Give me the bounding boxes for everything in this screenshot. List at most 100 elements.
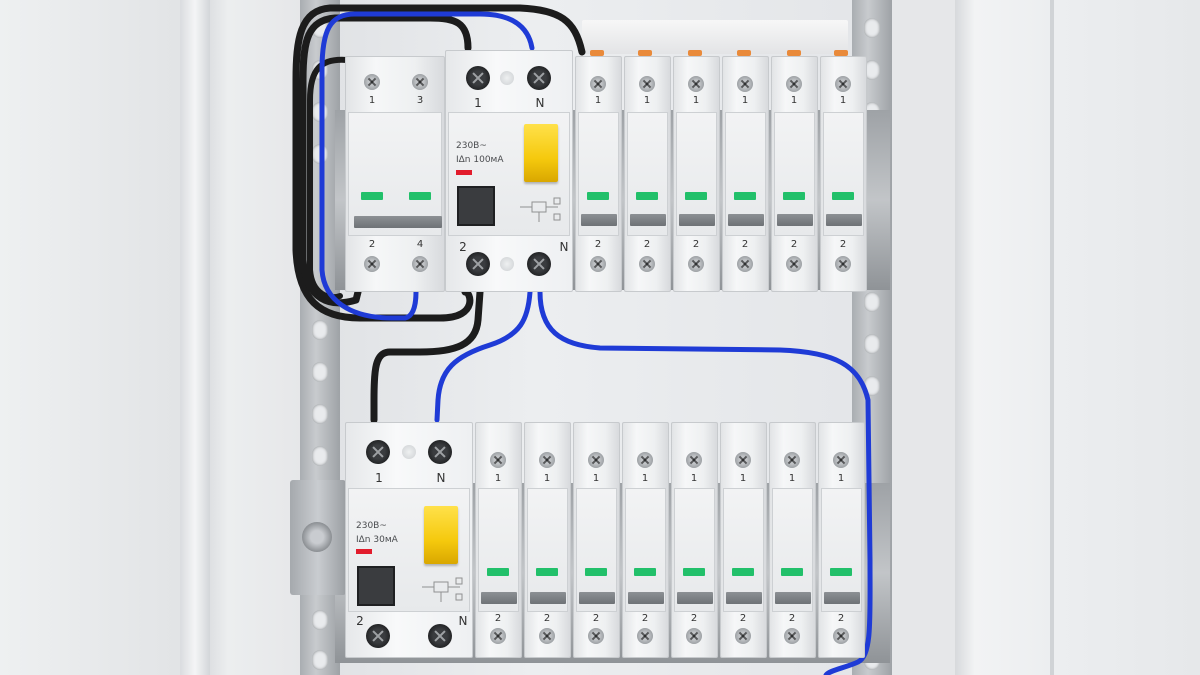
mounting-nut (302, 522, 332, 552)
breaker-handle-base (824, 592, 860, 604)
rcd-yellow-lever[interactable] (524, 124, 558, 182)
rcd-yellow-lever[interactable] (424, 506, 458, 564)
terminal-mark: N (559, 240, 569, 254)
breaker-face (527, 488, 568, 612)
breaker-handle-on[interactable] (685, 192, 707, 200)
breaker-handle-on[interactable] (830, 568, 852, 576)
terminal-mark: 1 (592, 473, 600, 484)
breaker-handle-base (579, 592, 615, 604)
terminal-screw (735, 628, 751, 644)
indicator-window (500, 257, 514, 271)
terminal-screw (786, 76, 802, 92)
terminal-screw (835, 76, 851, 92)
terminal-mark: 1 (543, 473, 551, 484)
terminal-mark: 1 (474, 96, 482, 110)
terminal-mark: 1 (837, 473, 845, 484)
breaker-handle-on[interactable] (783, 192, 805, 200)
breaker-handle-base (726, 592, 762, 604)
terminal-screw (588, 452, 604, 468)
terminal-screw (412, 74, 428, 90)
breaker-handle-base (481, 592, 517, 604)
left-door-edge (180, 0, 210, 675)
terminal-screw (637, 452, 653, 468)
rcd-test-button[interactable] (457, 186, 495, 226)
terminal-mark: 1 (368, 95, 376, 106)
terminal-mark: 1 (690, 473, 698, 484)
breaker-face (478, 488, 519, 612)
terminal-screw (590, 256, 606, 272)
blue-wire (434, 289, 533, 423)
terminal-mark: 1 (839, 95, 847, 106)
terminal-screw-line (466, 66, 490, 90)
breaker-handle-on[interactable] (634, 568, 656, 576)
terminal-mark: 1 (739, 473, 747, 484)
terminal-mark: N (535, 96, 545, 110)
terminal-screw (364, 256, 380, 272)
black-wire (307, 56, 350, 301)
right-door (955, 0, 1200, 675)
breaker-handle-on[interactable] (636, 192, 658, 200)
terminal-mark: 2 (739, 613, 747, 624)
breaker-handle-base (775, 592, 811, 604)
busbar-tab (590, 50, 604, 56)
switch-handle-on[interactable] (361, 192, 383, 200)
terminal-screw (737, 256, 753, 272)
breaker-handle-on[interactable] (781, 568, 803, 576)
black-wire (370, 288, 484, 424)
breaker-face (772, 488, 813, 612)
rcd-red-indicator (456, 170, 472, 175)
breaker-handle-on[interactable] (732, 568, 754, 576)
rcd-test-button[interactable] (357, 566, 395, 606)
breaker-face (821, 488, 862, 612)
terminal-screw (590, 76, 606, 92)
breaker-handle-base (630, 214, 666, 226)
breaker-handle-on[interactable] (536, 568, 558, 576)
terminal-screw (364, 74, 380, 90)
terminal-mark: 1 (790, 95, 798, 106)
terminal-screw (786, 256, 802, 272)
switch-handle-base (354, 216, 442, 228)
breaker-handle-on[interactable] (683, 568, 705, 576)
terminal-screw (735, 452, 751, 468)
terminal-screw (639, 76, 655, 92)
rcd-trip-current-rating: IΔn 30мА (356, 535, 398, 545)
terminal-screw-line (366, 624, 390, 648)
terminal-screw-line (366, 440, 390, 464)
blue-wire (319, 11, 535, 321)
rcd-red-indicator (356, 549, 372, 554)
terminal-screw (539, 628, 555, 644)
terminal-screw (637, 628, 653, 644)
terminal-mark: 2 (356, 614, 364, 628)
terminal-mark: 1 (494, 473, 502, 484)
breaker-face (723, 488, 764, 612)
terminal-mark: N (436, 471, 446, 485)
indicator-window (500, 71, 514, 85)
busbar-tab (787, 50, 801, 56)
breaker-handle-on[interactable] (585, 568, 607, 576)
breaker-handle-base (679, 214, 715, 226)
breaker-handle-on[interactable] (832, 192, 854, 200)
busbar-cover (582, 20, 848, 54)
breaker-handle-on[interactable] (587, 192, 609, 200)
breaker-handle-base (530, 592, 566, 604)
terminal-mark: 2 (594, 239, 602, 250)
terminal-screw-line (466, 252, 490, 276)
terminal-screw (833, 628, 849, 644)
breaker-handle-on[interactable] (487, 568, 509, 576)
rcd-voltage-rating: 230В~ (356, 521, 387, 531)
terminal-mark: 2 (459, 240, 467, 254)
breaker-handle-base (728, 214, 764, 226)
breaker-handle-base (826, 214, 862, 226)
switch-handle-on[interactable] (409, 192, 431, 200)
busbar-tab (638, 50, 652, 56)
breaker-handle-on[interactable] (734, 192, 756, 200)
terminal-screw (588, 628, 604, 644)
terminal-screw (737, 76, 753, 92)
busbar-tab (688, 50, 702, 56)
terminal-screw-neutral (527, 252, 551, 276)
terminal-mark: 1 (788, 473, 796, 484)
terminal-mark: 2 (543, 613, 551, 624)
breaker-face (625, 488, 666, 612)
terminal-mark: 1 (594, 95, 602, 106)
